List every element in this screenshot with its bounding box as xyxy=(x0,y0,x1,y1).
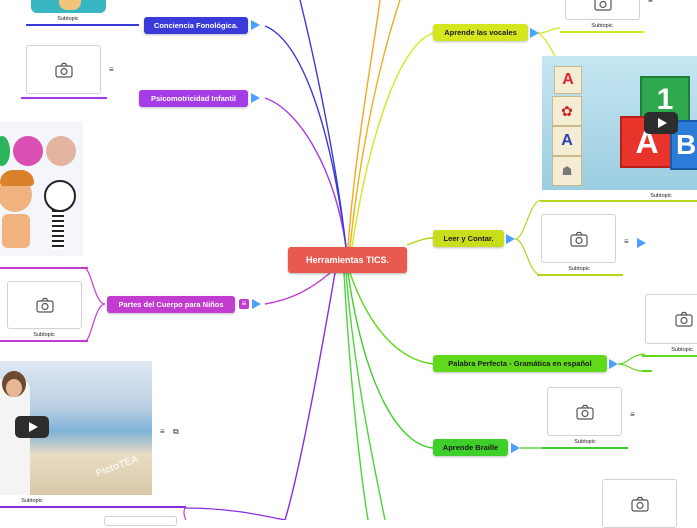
subtopic-caption: Subtopic xyxy=(591,23,613,29)
topic-aprende-vocales[interactable]: Aprende las vocales xyxy=(433,24,528,41)
flag-icon xyxy=(251,93,260,103)
flag-icon xyxy=(530,28,539,38)
subtopic-caption: Subtopic xyxy=(57,16,79,22)
camera-icon xyxy=(675,311,693,327)
subtopic-underline xyxy=(642,370,652,372)
subtopic-caption: Subtopic xyxy=(568,266,590,272)
camera-icon xyxy=(54,62,73,78)
flag-icon xyxy=(637,238,646,248)
subtopic-underline xyxy=(0,340,88,342)
note-icon[interactable]: ≡ xyxy=(624,237,629,246)
flag-icon xyxy=(252,299,261,309)
flag-icon xyxy=(506,234,515,244)
photo-placeholder[interactable] xyxy=(541,214,616,263)
note-icon[interactable]: ≡ xyxy=(648,0,653,5)
subtopic-underline xyxy=(560,31,644,33)
subtopic-caption: Subtopic xyxy=(671,347,693,353)
subtopic-underline xyxy=(0,267,88,269)
subtopic-underline xyxy=(537,274,623,276)
topic-conciencia-fonologica[interactable]: Conciencia Fonológica. xyxy=(144,17,248,34)
camera-icon xyxy=(35,297,54,313)
play-icon[interactable] xyxy=(644,112,678,134)
note-icon[interactable]: ≡ xyxy=(239,299,249,309)
subtopic-underline xyxy=(540,200,697,202)
subtopic-caption: Subtopic xyxy=(33,332,55,338)
image-body-parts xyxy=(0,122,83,256)
flag-icon xyxy=(251,20,260,30)
camera-icon xyxy=(593,0,612,11)
link-icon[interactable]: ⧉ xyxy=(173,427,179,436)
subtopic-image-conciencia xyxy=(31,0,106,13)
note-icon[interactable]: ≡ xyxy=(109,65,114,74)
subtopic-underline xyxy=(642,355,697,357)
photo-placeholder[interactable] xyxy=(7,281,82,329)
watermark-text: PictoTEA xyxy=(94,453,140,480)
flag-icon xyxy=(511,443,520,453)
photo-placeholder[interactable] xyxy=(565,0,640,20)
subtopic-underline xyxy=(542,447,628,449)
topic-partes-cuerpo[interactable]: Partes del Cuerpo para Niños xyxy=(107,296,235,313)
photo-placeholder[interactable] xyxy=(602,479,677,528)
camera-icon xyxy=(569,231,588,247)
note-icon[interactable]: ≡ xyxy=(160,427,165,436)
topic-psicomotricidad[interactable]: Psicomotricidad Infantil xyxy=(139,90,248,107)
photo-placeholder[interactable] xyxy=(645,294,697,344)
subtopic-caption: Subtopic xyxy=(21,498,43,504)
topic-aprende-braille[interactable]: Aprende Braille xyxy=(433,439,508,456)
subtopic-underline xyxy=(26,24,139,26)
photo-placeholder[interactable] xyxy=(104,516,177,526)
topic-palabra-perfecta[interactable]: Palabra Perfecta - Gramática en español xyxy=(433,355,607,372)
play-icon[interactable] xyxy=(15,416,49,438)
subtopic-caption: Subtopic xyxy=(650,193,672,199)
photo-placeholder[interactable] xyxy=(26,45,101,94)
camera-icon xyxy=(630,496,649,512)
photo-placeholder[interactable] xyxy=(547,387,622,436)
subtopic-underline xyxy=(21,97,107,99)
topic-leer-contar[interactable]: Leer y Contar. xyxy=(433,230,504,247)
subtopic-underline xyxy=(0,506,186,508)
camera-icon xyxy=(575,404,594,420)
subtopic-caption: Subtopic xyxy=(574,439,596,445)
note-icon[interactable]: ≡ xyxy=(630,410,635,419)
flag-icon xyxy=(609,359,618,369)
root-topic[interactable]: Herramientas TICS. xyxy=(288,247,407,273)
